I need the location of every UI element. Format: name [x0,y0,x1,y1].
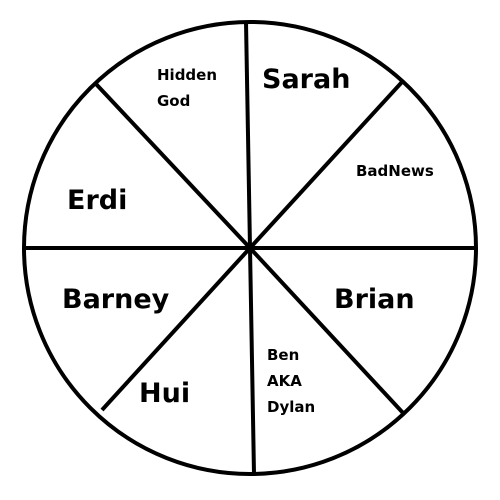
segment-label-line: God [157,92,191,110]
segment-label-hui: Hui [139,377,190,411]
segment-label-line: Brian [334,284,415,315]
segment-label-line: Barney [62,284,170,315]
divider-diagonal-bottom-right [248,246,406,416]
segment-label-line: Dylan [267,398,316,416]
segment-label-line: BadNews [356,162,434,180]
segment-label-sarah: Sarah [262,63,350,97]
divider-vertical-bottom [248,247,256,475]
segment-label-line: Erdi [67,185,128,216]
segment-label-badnews: BadNews [356,158,434,184]
segment-label-barney: Barney [62,283,169,317]
segment-label-line: Hidden [157,66,218,84]
segment-label-line: Hui [139,378,191,409]
segment-label-line: AKA [267,372,302,390]
segment-label-hidden-god: Hidden God [157,62,217,114]
divider-diagonal-top-right [248,80,404,250]
segment-label-line: Ben [267,346,300,364]
divider-diagonal-top-left [94,82,252,250]
segment-label-line: Sarah [262,64,351,95]
segment-label-ben-aka-dylan: Ben AKA Dylan [267,342,315,420]
divider-diagonal-bottom-left [100,246,252,412]
segment-label-brian: Brian [334,283,415,317]
divider-vertical-top [244,21,252,249]
segment-label-erdi: Erdi [67,184,127,218]
